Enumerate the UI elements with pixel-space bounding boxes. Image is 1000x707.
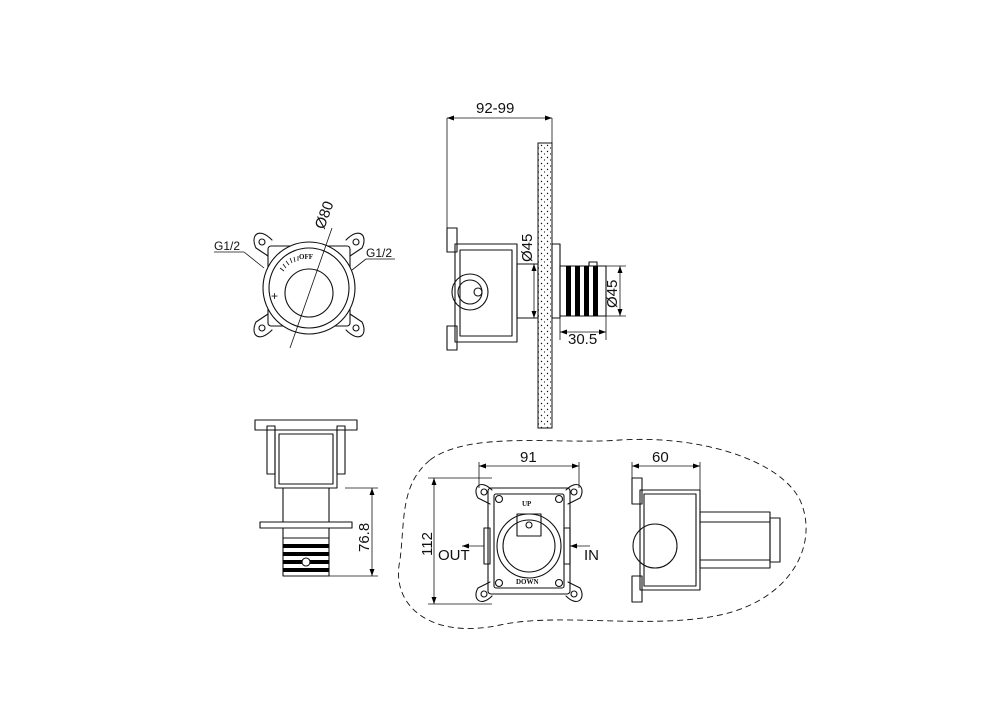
in-label: IN xyxy=(584,547,599,564)
up-label: UP xyxy=(522,500,532,508)
dim-76-8-label: 76.8 xyxy=(356,523,373,552)
dim-92-99-label: 92-99 xyxy=(476,100,514,117)
front-view-trim: OFF + Ø80 G1/2 G1/2 xyxy=(214,199,395,349)
dim-60-label: 60 xyxy=(652,449,669,466)
g12-right-label: G1/2 xyxy=(366,246,392,260)
dia45-handle-label: Ø45 xyxy=(604,280,621,308)
side-section-view: 92-99 Ø45 Ø45 30.5 xyxy=(446,100,626,429)
rough-in-detail: UP DOWN OUT IN 91 xyxy=(398,438,807,629)
dim-112-label: 112 xyxy=(419,532,436,556)
wall-section xyxy=(537,142,553,429)
rough-in-front: UP DOWN OUT IN 91 xyxy=(419,449,599,605)
dim-91-label: 91 xyxy=(520,449,537,466)
profile-view: 76.8 xyxy=(254,419,378,577)
rough-in-side: 60 xyxy=(631,449,781,603)
g12-left-label: G1/2 xyxy=(214,239,240,253)
detail-cloud-outline xyxy=(398,438,807,629)
out-label: OUT xyxy=(438,547,470,564)
plus-label: + xyxy=(271,289,278,303)
down-label: DOWN xyxy=(516,578,539,586)
dia45-neck-label: Ø45 xyxy=(519,234,536,262)
temperature-scale xyxy=(279,256,299,272)
dim-30-5-label: 30.5 xyxy=(568,331,597,348)
diameter-80-label: Ø80 xyxy=(312,199,338,231)
off-label: OFF xyxy=(299,253,313,261)
